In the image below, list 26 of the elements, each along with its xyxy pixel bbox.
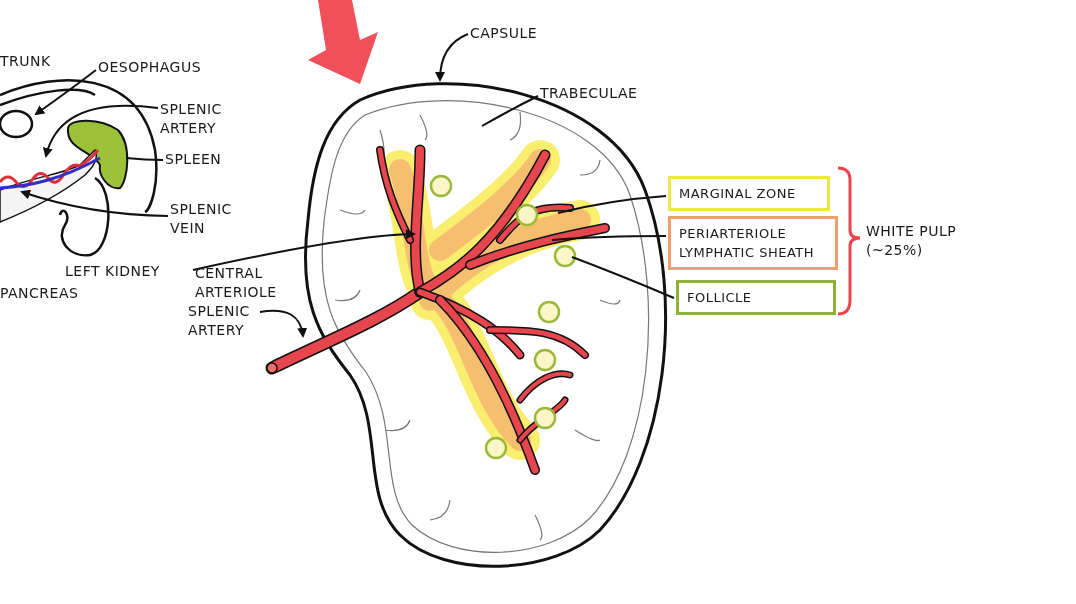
anatomy-label: SPLEEN [165,150,235,169]
anatomy-label: PANCREAS [0,284,80,303]
arrow [20,189,169,217]
arrow [259,309,307,338]
leader-line [481,95,539,127]
anatomy-label: OESOPHAGUS [98,58,208,77]
arrow [43,104,159,158]
anatomy-label: SPLENIC VEIN [170,200,240,238]
zone-label-box: MARGINAL ZONE [668,176,830,211]
anatomy-label: TRABECULAE [540,84,650,103]
zone-label-box: FOLLICLE [676,280,836,315]
anatomy-label: CAPSULE [470,24,550,43]
anatomy-label: SPLENIC ARTERY [188,302,258,340]
anatomy-label: LEFT KIDNEY [65,262,161,281]
arrow [192,229,416,271]
leader-line [571,256,675,299]
zone-label-box: PERIARTERIOLE LYMPHATIC SHEATH [668,216,838,270]
leader-line [125,157,164,161]
arrow [435,33,469,82]
arrow [34,69,97,116]
anatomy-label: WHITE PULP (~25%) [866,222,958,260]
leader-line [551,235,667,241]
anatomy-label: CENTRAL ARTERIOLE [195,264,295,302]
anatomy-label: SPLENIC ARTERY [160,100,230,138]
leader-line [557,195,667,214]
anatomy-label: TRUNK [0,52,52,71]
